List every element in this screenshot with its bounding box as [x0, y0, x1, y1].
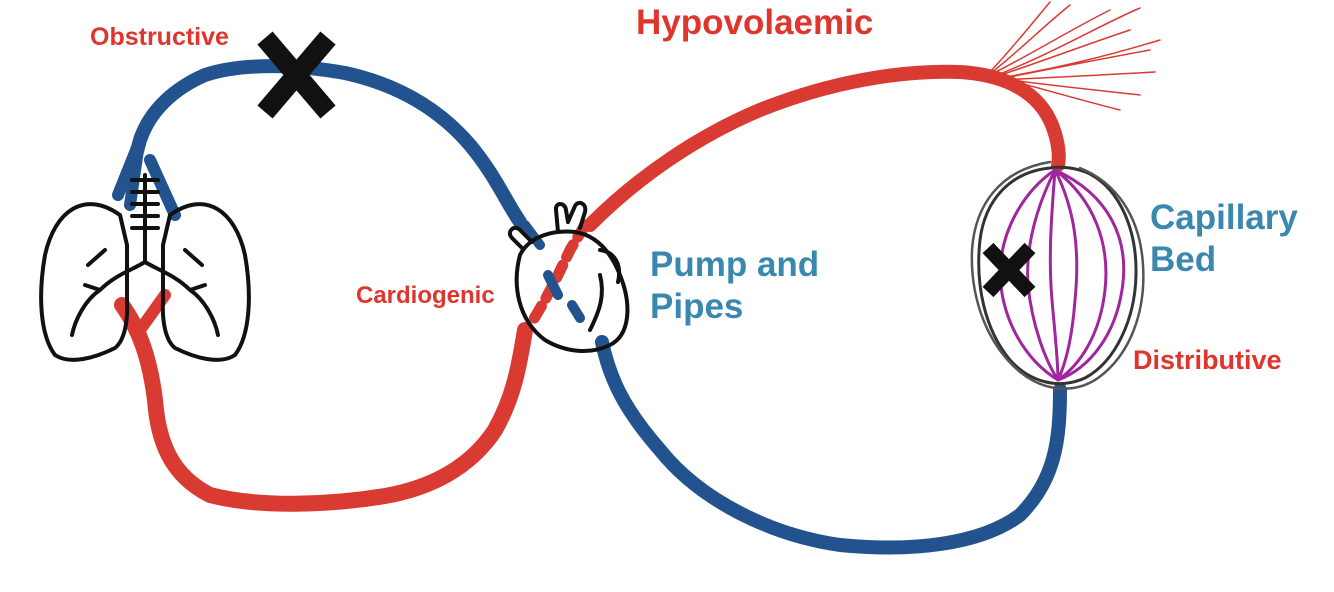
- lungs-icon: [39, 173, 251, 362]
- heart-red-flow-dashes: [526, 219, 591, 328]
- pulmonary-vein-branch: [134, 289, 171, 336]
- pump-and-pipes-label: Pump and Pipes: [650, 245, 820, 326]
- obstructive-label: Obstructive: [90, 23, 229, 51]
- heart-icon: [507, 200, 630, 353]
- hypovolaemic-label: Hypovolaemic: [636, 3, 874, 42]
- pulmonary-artery-branches: [112, 134, 181, 221]
- venous-vessel-to-lungs: [125, 59, 527, 229]
- bleeding-vessel-icon: [989, 1, 1161, 111]
- blockage-x-icon: [257, 31, 336, 119]
- arterial-vessel-from-lungs: [114, 297, 533, 512]
- blockage-x-icon: [982, 242, 1036, 298]
- systemic-vein: [595, 335, 1067, 555]
- distributive-label: Distributive: [1133, 345, 1282, 375]
- systemic-artery: [583, 64, 1066, 232]
- capillary-bed-label: Capillary Bed: [1150, 198, 1298, 279]
- heart-blue-flow-dashes: [520, 220, 585, 323]
- cardiogenic-label: Cardiogenic: [356, 282, 495, 309]
